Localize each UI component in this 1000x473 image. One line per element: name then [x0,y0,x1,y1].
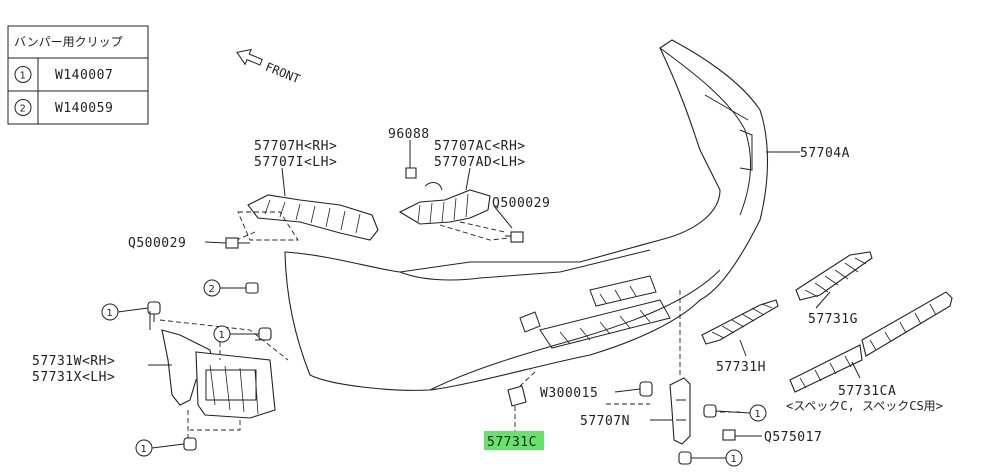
label-96088: 96088 [388,127,430,142]
side-bracket-57707h [231,194,379,243]
svg-text:1: 1 [107,308,113,319]
clip-ref-one: 1 [101,303,119,321]
grille-57731g [795,251,873,301]
clip-part-w140007: W140007 [55,68,113,83]
svg-text:1: 1 [755,409,761,420]
fastener-q500029-right [505,231,524,243]
label-q500029-left: Q500029 [128,236,186,251]
clip-ref-one: 1 [725,449,743,467]
label-57707ac: 57707AC<RH> [434,139,526,154]
label-57707ad: 57707AD<LH> [434,155,526,170]
leader-lines [117,140,861,459]
label-57731c-highlight [484,431,544,450]
label-57731g: 57731G [808,312,858,327]
label-57707i: 57707I<LH> [254,155,337,170]
svg-text:1: 1 [219,330,225,341]
label-q575017: Q575017 [764,430,822,445]
svg-text:1: 1 [731,454,737,465]
clip-marker-two: 2 [20,104,26,115]
front-label: FRONT [263,60,302,87]
svg-text:1: 1 [141,444,147,455]
clip-ref-one: 1 [213,325,231,343]
label-57731w: 57731W<RH> [32,354,115,369]
clip-table: バンパー用クリップ 1 W140007 2 W140059 [7,25,149,125]
svg-text:2: 2 [209,284,215,295]
label-57731c: 57731C [487,435,537,450]
grille-57731h [701,299,779,345]
clip-marker-one: 1 [20,71,26,82]
rear-bumper-cover [284,39,768,391]
label-57731ca: 57731CA [838,384,896,399]
label-57731h: 57731H [716,360,766,375]
lower-bracket-57731w [159,319,289,438]
clip-ref-one: 1 [135,439,153,457]
clip-w140059 [245,282,259,294]
clip-reference-markers: 2 1 1 1 1 1 [101,279,767,467]
label-57704a: 57704A [800,146,850,161]
cap-57731c [507,371,536,432]
label-57707n: 57707N [580,414,630,429]
label-spec-note: <スペックC, スペックCS用> [786,399,943,413]
callout-labels: 57707H<RH> 57707I<LH> 96088 57707AC<RH> … [32,127,943,450]
clip-ref-two: 2 [203,279,221,297]
label-w300015: W300015 [540,386,598,401]
fastener-q500029-left [225,237,250,249]
clip-table-row: 2 W140059 [14,99,113,116]
center-bracket-57707ac [398,167,511,241]
clip-table-row: 1 W140007 [14,66,113,83]
clip-table-title: バンパー用クリップ [14,35,123,49]
clip-part-w140059: W140059 [55,101,113,116]
grille-57731ca [789,291,953,393]
label-q500029-right: Q500029 [492,196,550,211]
front-arrow: FRONT [236,48,302,87]
clip-w140007-c [183,437,197,451]
clip-ref-one: 1 [749,404,767,422]
label-57731x: 57731X<LH> [32,370,115,385]
bracket-57707n [606,290,740,465]
label-57707h: 57707H<RH> [254,139,337,154]
